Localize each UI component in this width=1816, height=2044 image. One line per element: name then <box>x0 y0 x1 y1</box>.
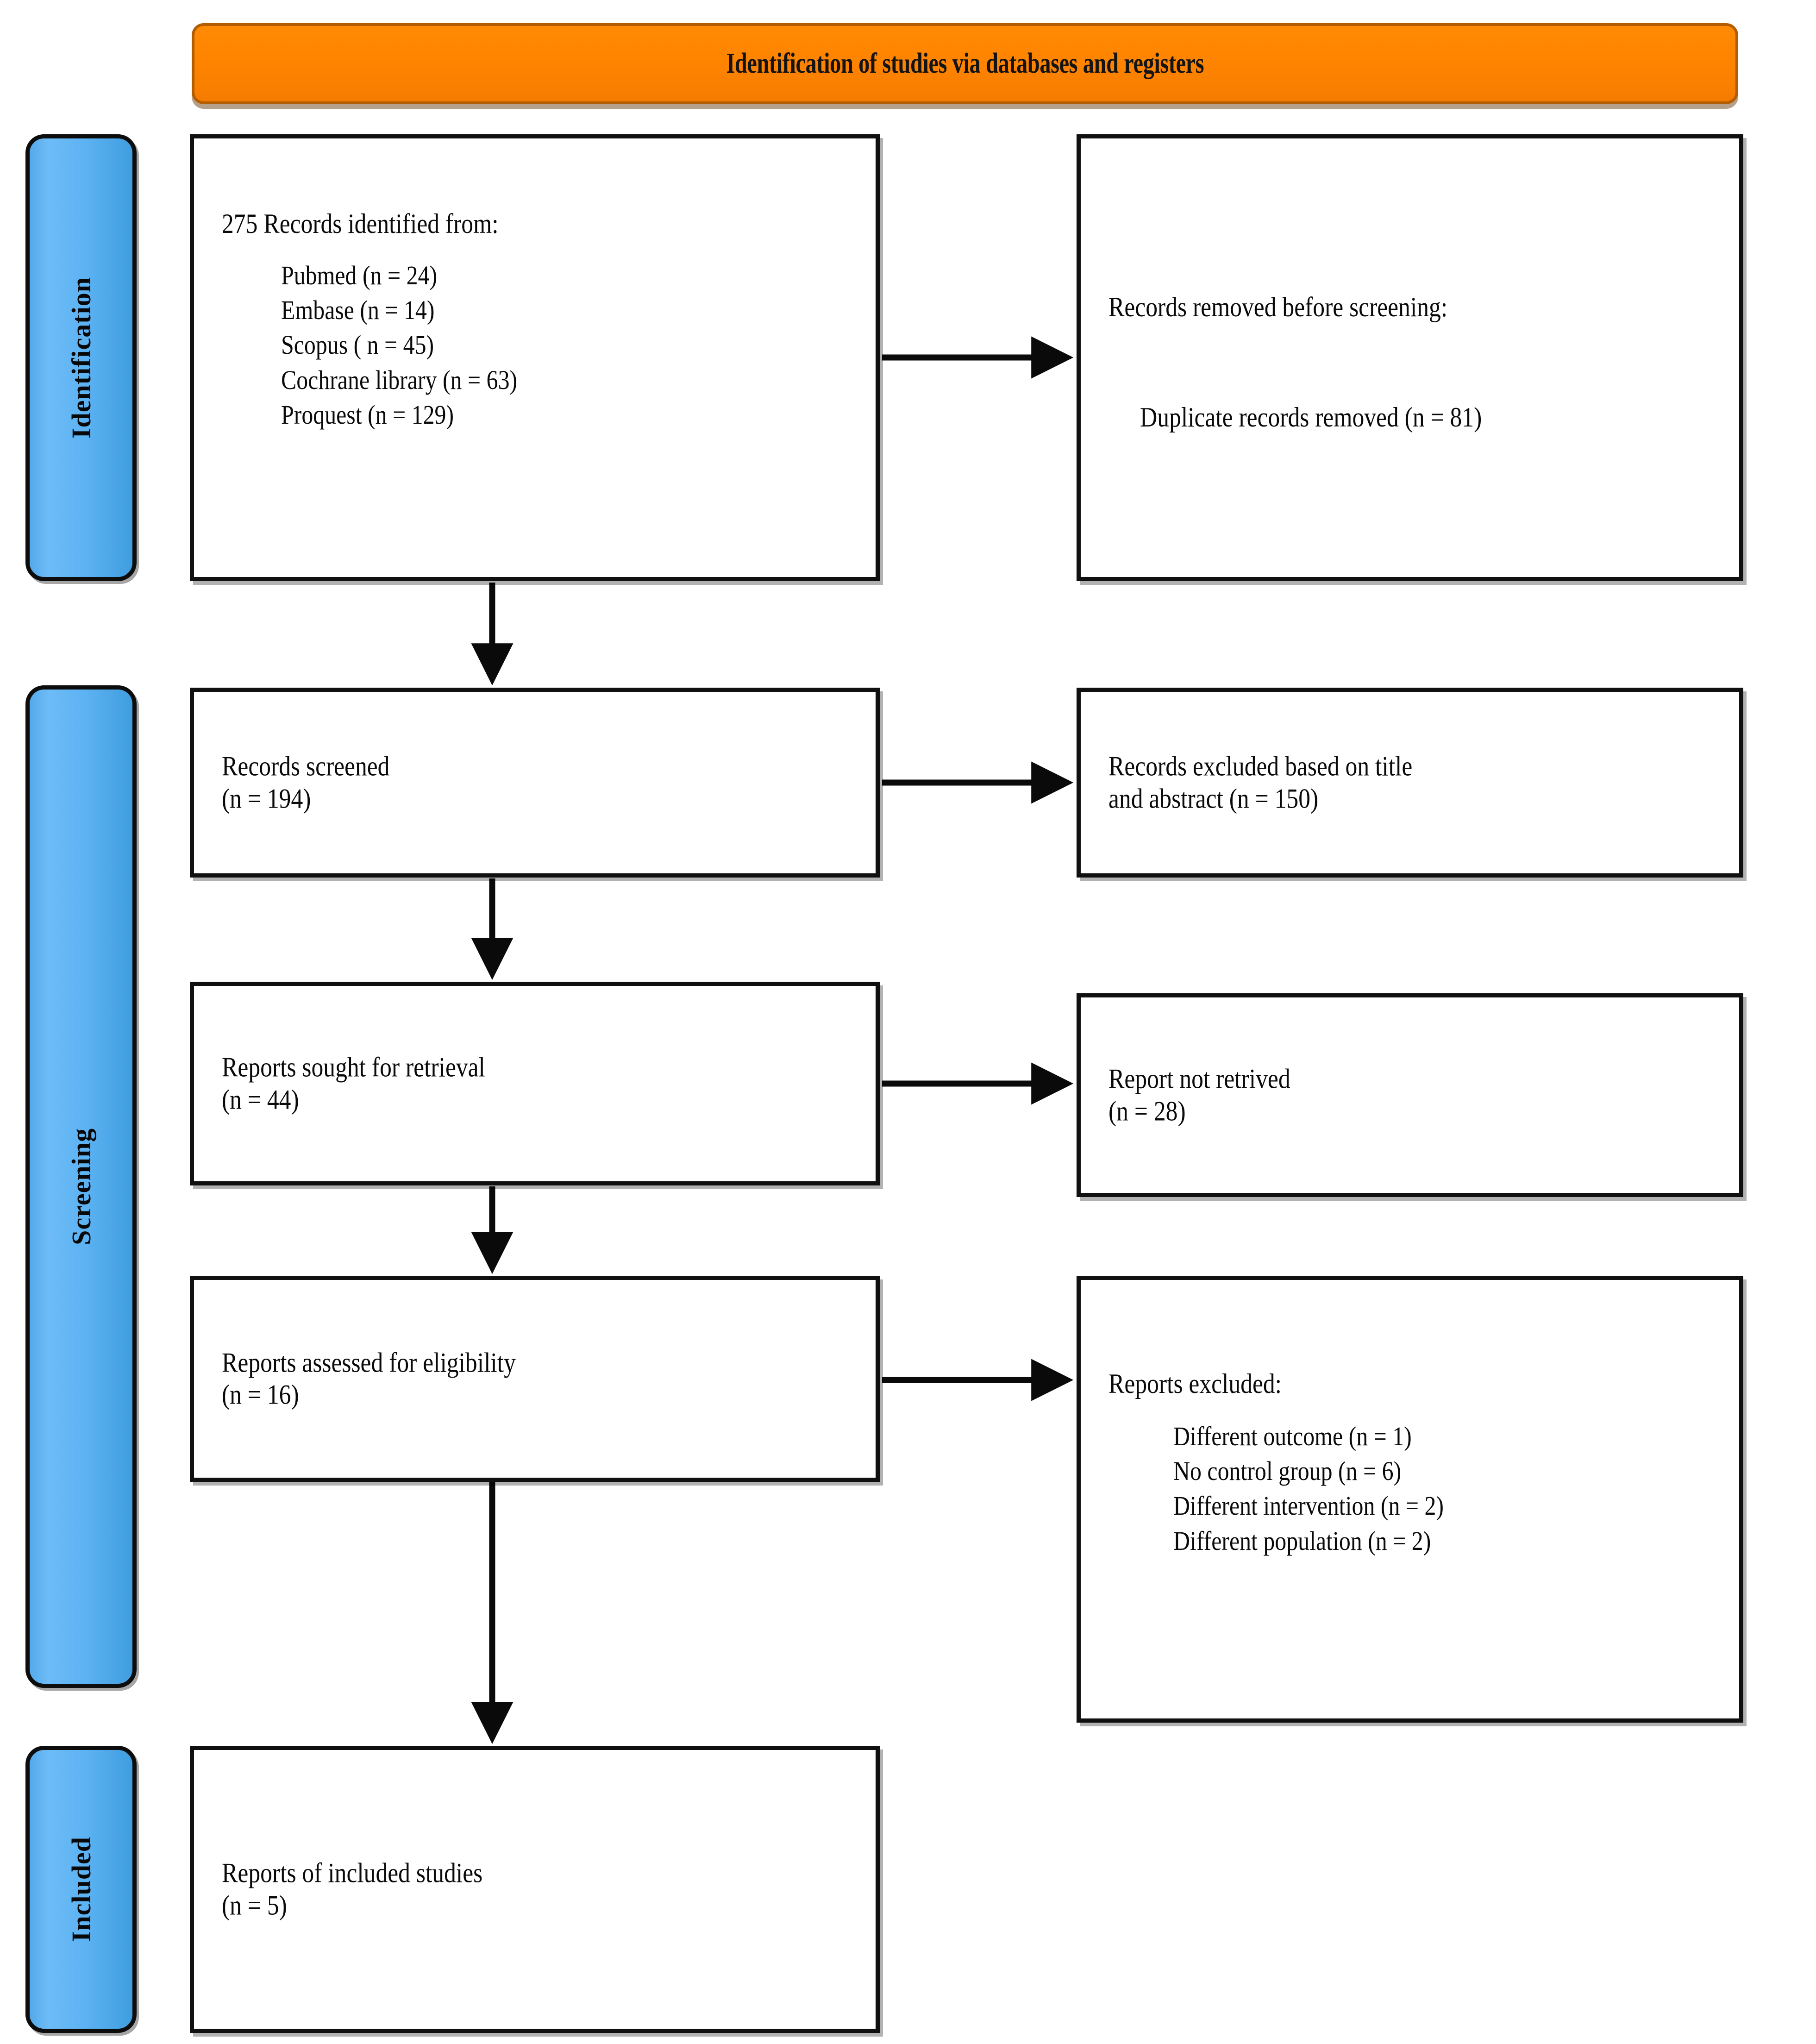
reports-sought-count: (n = 44) <box>222 1084 299 1115</box>
source-proquest: Proquest (n = 129) <box>281 400 454 430</box>
records-identified-source-list: Pubmed (n = 24) Embase (n = 14) Scopus (… <box>281 258 857 433</box>
reports-excluded-title: Reports excluded: <box>1108 1368 1282 1399</box>
source-cochrane-library: Cochrane library (n = 63) <box>281 364 518 395</box>
reason-different-population: Different population (n = 2) <box>1173 1525 1431 1556</box>
records-excluded-title-line2: and abstract (n = 150) <box>1108 783 1319 814</box>
reports-included-title: Reports of included studies <box>222 1857 483 1888</box>
source-embase: Embase (n = 14) <box>281 295 435 325</box>
records-screened-count: (n = 194) <box>222 783 311 814</box>
report-not-retrieved-title: Report not retrived <box>1108 1063 1290 1094</box>
report-not-retrieved-count: (n = 28) <box>1108 1096 1186 1126</box>
box-records-identified: 275 Records identified from: Pubmed (n =… <box>190 134 880 581</box>
reports-included-count: (n = 5) <box>222 1890 287 1920</box>
reason-no-control-group: No control group (n = 6) <box>1173 1455 1402 1486</box>
records-identified-title: 275 Records identified from: <box>222 208 499 239</box>
duplicate-records-removed-detail: Duplicate records removed (n = 81) <box>1140 401 1482 433</box>
box-reports-excluded: Reports excluded: Different outcome (n =… <box>1077 1276 1743 1723</box>
stage-tab-identification: Identification <box>25 134 137 581</box>
box-records-screened: Records screened (n = 194) <box>190 688 880 878</box>
box-report-not-retrieved: Report not retrived (n = 28) <box>1077 993 1743 1197</box>
box-records-excluded-title-abstract: Records excluded based on title and abst… <box>1077 688 1743 878</box>
stage-tab-included-label: Included <box>66 1837 96 1942</box>
records-excluded-title-line1: Records excluded based on title <box>1108 751 1413 782</box>
records-screened-title: Records screened <box>222 751 390 782</box>
stage-tab-screening-label: Screening <box>66 1128 96 1245</box>
box-reports-sought-for-retrieval: Reports sought for retrieval (n = 44) <box>190 982 880 1185</box>
reports-assessed-count: (n = 16) <box>222 1379 299 1410</box>
source-scopus: Scopus ( n = 45) <box>281 330 434 360</box>
reason-different-outcome: Different outcome (n = 1) <box>1173 1421 1412 1451</box>
phase-banner-label: Identification of studies via databases … <box>726 48 1204 79</box>
box-records-removed-before-screening: Records removed before screening: Duplic… <box>1077 134 1743 581</box>
box-reports-assessed-for-eligibility: Reports assessed for eligibility (n = 16… <box>190 1276 880 1482</box>
reason-different-intervention: Different intervention (n = 2) <box>1173 1491 1444 1521</box>
stage-tab-identification-label: Identification <box>66 276 96 439</box>
box-reports-of-included-studies: Reports of included studies (n = 5) <box>190 1746 880 2033</box>
phase-banner: Identification of studies via databases … <box>192 23 1738 104</box>
stage-tab-screening: Screening <box>25 685 137 1688</box>
records-removed-title: Records removed before screening: <box>1108 292 1448 322</box>
reports-assessed-title: Reports assessed for eligibility <box>222 1347 516 1378</box>
reports-excluded-reason-list: Different outcome (n = 1) No control gro… <box>1173 1419 1721 1559</box>
stage-tab-included: Included <box>25 1746 137 2033</box>
reports-sought-title: Reports sought for retrieval <box>222 1052 485 1083</box>
source-pubmed: Pubmed (n = 24) <box>281 260 438 290</box>
